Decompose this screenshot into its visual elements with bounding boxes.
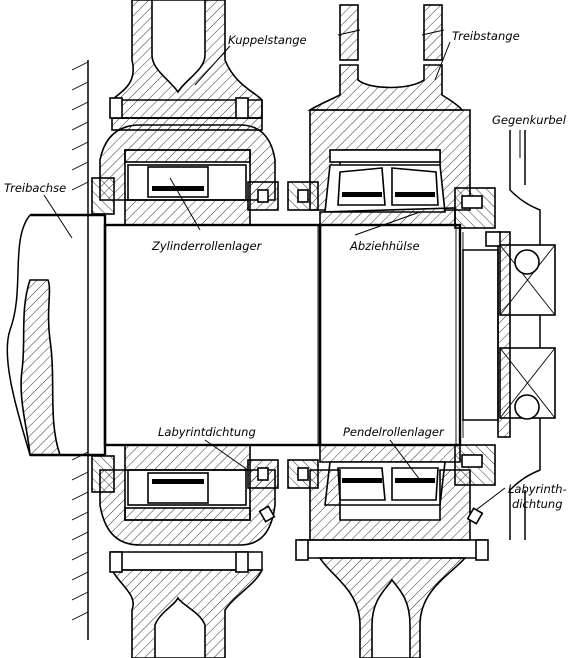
main-rod-top — [307, 4, 496, 229]
counter-crank — [497, 130, 556, 540]
label-labyrinthdichtung-line2: dichtung — [512, 497, 563, 511]
left-housing-top — [91, 124, 276, 226]
left-housing-bottom — [91, 444, 276, 658]
label-labyrintdichtung: Labyrintdichtung — [158, 425, 256, 439]
right-housing-bottom — [299, 444, 496, 658]
label-gegenkurbel: Gegenkurbel — [492, 113, 567, 127]
label-treibachse: Treibachse — [4, 181, 66, 195]
inner-sleeve — [103, 223, 499, 447]
axle — [6, 213, 107, 457]
label-treibstange: Treibstange — [452, 29, 520, 43]
bolts — [109, 97, 501, 573]
labyrinth-seal-bottom — [247, 459, 319, 489]
leader-lines — [43, 41, 521, 511]
frame-wall — [71, 60, 89, 640]
labels: Kuppelstange Treibstange Gegenkurbel Tre… — [4, 29, 567, 511]
label-labyrinthdichtung-line1: Labyrinth- — [508, 482, 567, 496]
labyrinth-seal-top — [247, 181, 319, 211]
label-abziehhuelse: Abziehhülse — [349, 239, 420, 253]
coupling-rod-top — [111, 0, 263, 131]
label-kuppelstange: Kuppelstange — [228, 33, 307, 47]
label-zylinderrollenlager: Zylinderrollenlager — [151, 239, 263, 253]
label-pendelrollenlager: Pendelrollenlager — [343, 425, 445, 439]
